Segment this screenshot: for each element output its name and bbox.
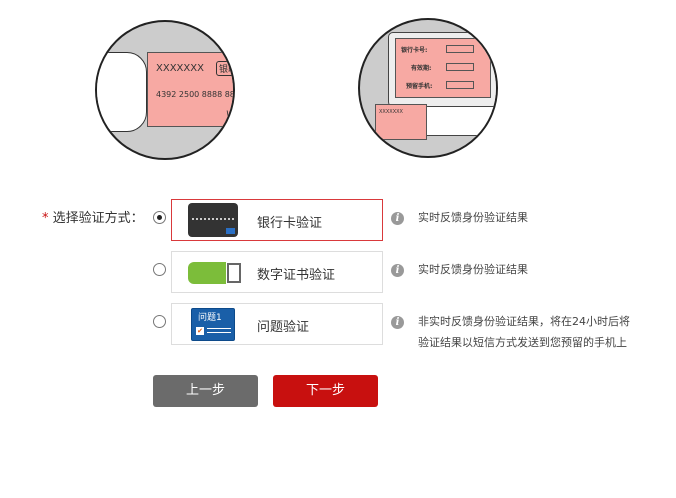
bank-card-illustration: XXXXXXX 银联 4392 2500 8888 888 VISA [95,20,235,160]
icon-text: 问题1 [198,313,222,323]
radio-bank-card[interactable] [153,211,166,224]
question-card-icon: 问题1 ✔ [191,308,235,341]
screen-field-label: 有效期: [411,65,432,72]
info-icon: i [391,212,404,225]
laptop-illustration: 银行卡号: 有效期: 预留手机: XXXXXXX [358,18,498,158]
option-info: 实时反馈身份验证结果 [418,259,528,280]
verification-method-label: * 选择验证方式： [42,207,144,226]
label-text: 选择验证方式： [52,211,144,226]
bank-card-icon [188,203,238,237]
option-label: 银行卡验证 [257,216,323,231]
info-line: 实时反馈身份验证结果 [418,211,528,224]
laptop-screen: 银行卡号: 有效期: 预留手机: [395,38,491,98]
info-line: 非实时反馈身份验证结果，将在24小时后将 [418,315,630,328]
info-icon: i [391,316,404,329]
option-label: 数字证书验证 [257,268,336,283]
info-line: 验证结果以短信方式发送到您预留的手机上 [418,336,627,349]
card-number: 4392 2500 8888 888 [156,90,235,99]
option-digital-certificate[interactable]: 数字证书验证 [171,251,383,293]
info-icon: i [391,264,404,277]
radio-digital-certificate[interactable] [153,263,166,276]
card-graphic: XXXXXXX 银联 4392 2500 8888 888 VISA [147,52,235,127]
card-name: XXXXXXX [379,109,403,115]
screen-field-label: 银行卡号: [401,47,428,54]
info-line: 实时反馈身份验证结果 [418,263,528,276]
usb-key-icon [188,262,226,284]
card-name: XXXXXXX [156,63,204,74]
option-question[interactable]: 问题1 ✔ 问题验证 [171,303,383,345]
option-info: 非实时反馈身份验证结果，将在24小时后将 验证结果以短信方式发送到您预留的手机上 [418,311,630,353]
next-step-button[interactable]: 下一步 [273,375,378,407]
hand-icon [97,52,147,132]
required-mark: * [42,211,49,226]
radio-question[interactable] [153,315,166,328]
option-bank-card[interactable]: 银行卡验证 [171,199,383,241]
card-brand: 银联 [216,61,233,76]
small-card-graphic: XXXXXXX [375,104,427,140]
prev-step-button[interactable]: 上一步 [153,375,258,407]
option-info: 实时反馈身份验证结果 [418,207,528,228]
screen-field-label: 预留手机: [406,83,433,90]
card-network: VISA [226,110,235,120]
option-label: 问题验证 [257,320,310,335]
